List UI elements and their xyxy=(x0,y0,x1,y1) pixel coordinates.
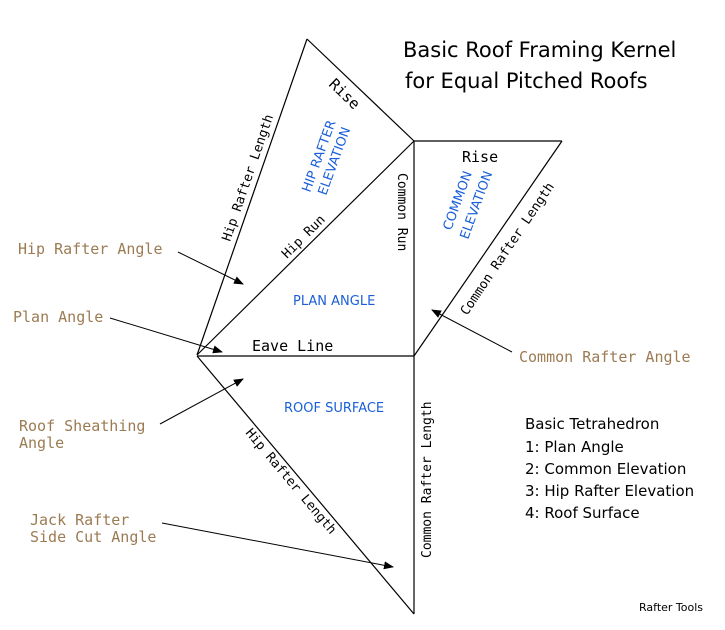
rise-common-label: Rise xyxy=(462,148,498,166)
rise-hip-label: Rise xyxy=(325,75,363,113)
eave-line-label: Eave Line xyxy=(252,337,333,355)
hip-rafter-length-edge-top xyxy=(196,38,308,356)
hip-rafter-length-edge-bottom xyxy=(196,355,415,615)
roof-sheathing-callout-1: Roof Sheathing xyxy=(19,417,145,435)
common-rafter-length-bottom-label: Common Rafter Length xyxy=(420,401,435,558)
roof-sheathing-callout-2: Angle xyxy=(19,434,64,452)
hip-rafter-length-top-label: Hip Rafter Length xyxy=(220,113,278,244)
hip-rafter-angle-callout: Hip Rafter Angle xyxy=(18,240,163,258)
hip-run-edge xyxy=(196,140,415,356)
common-rafter-angle-callout: Common Rafter Angle xyxy=(519,348,691,366)
legend-item-plan-angle: 1: Plan Angle xyxy=(525,438,624,456)
legend-item-hip-rafter-elevation: 3: Hip Rafter Elevation xyxy=(525,482,694,500)
hip-run-label: Hip Run xyxy=(279,212,328,261)
jack-rafter-callout-1: Jack Rafter xyxy=(30,511,129,529)
jack-rafter-callout-2: Side Cut Angle xyxy=(30,528,156,546)
common-rafter-length-edge xyxy=(413,140,563,357)
jack-rafter-arrow xyxy=(161,522,394,570)
plan-angle-arrow xyxy=(109,317,223,354)
title-line-2: for Equal Pitched Roofs xyxy=(405,69,648,93)
title-line-1: Basic Roof Framing Kernel xyxy=(403,38,676,62)
legend-item-roof-surface: 4: Roof Surface xyxy=(525,504,640,522)
hip-rafter-angle-arrow xyxy=(177,251,244,285)
hip-rafter-length-bottom-label: Hip Rafter Length xyxy=(242,426,339,538)
plan-angle-face-label: PLAN ANGLE xyxy=(293,294,375,309)
credit-label: Rafter Tools xyxy=(639,601,703,614)
roof-sheathing-arrow xyxy=(159,378,244,425)
common-rafter-angle-arrow xyxy=(431,309,513,353)
common-run-label: Common Run xyxy=(394,173,409,251)
roof-surface-face-label: ROOF SURFACE xyxy=(284,401,384,416)
legend-title: Basic Tetrahedron xyxy=(525,415,659,433)
hip-rise-edge xyxy=(306,38,415,142)
plan-angle-callout: Plan Angle xyxy=(13,308,103,326)
legend-item-common-elevation: 2: Common Elevation xyxy=(525,460,686,478)
